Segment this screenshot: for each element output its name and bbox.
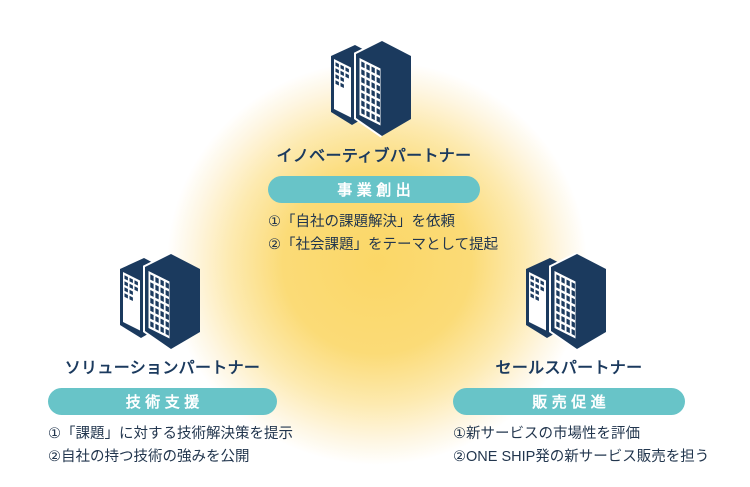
buildings-icon	[330, 40, 418, 140]
buildings-icon	[118, 253, 207, 353]
benefit-list: ①「課題」に対する技術解決策を提示 ②自社の持つ技術の強みを公開	[48, 423, 293, 469]
benefit-item: ②「社会課題」をテーマとして提起	[268, 237, 499, 253]
role-badge: 事業創出	[268, 176, 480, 203]
benefit-item: ②自社の持つ技術の強みを公開	[48, 449, 250, 465]
benefit-item: ①「自社の課題解決」を依頼	[268, 214, 455, 230]
benefit-list: ①「自社の課題解決」を依頼 ②「社会課題」をテーマとして提起	[268, 211, 498, 257]
partner-group-sales: セールスパートナー 販売促進 ①新サービスの市場性を評価 ②ONE SHIP発の…	[453, 253, 709, 469]
benefit-item: ①「課題」に対する技術解決策を提示	[48, 426, 293, 442]
partner-group-innovative: イノベーティブパートナー 事業創出 ①「自社の課題解決」を依頼 ②「社会課題」を…	[268, 40, 498, 257]
benefit-item: ①新サービスの市場性を評価	[453, 426, 640, 442]
partner-title: イノベーティブパートナー	[276, 148, 472, 165]
partner-group-solution: ソリューションパートナー 技術支援 ①「課題」に対する技術解決策を提示 ②自社の…	[48, 253, 293, 469]
benefit-list: ①新サービスの市場性を評価 ②ONE SHIP発の新サービス販売を担う	[453, 423, 709, 469]
partner-title: セールスパートナー	[495, 360, 643, 377]
buildings-icon	[525, 253, 613, 353]
partner-title: ソリューションパートナー	[64, 360, 261, 377]
benefit-item: ②ONE SHIP発の新サービス販売を担う	[453, 449, 710, 465]
role-badge: 販売促進	[453, 388, 685, 415]
role-badge: 技術支援	[48, 388, 277, 415]
